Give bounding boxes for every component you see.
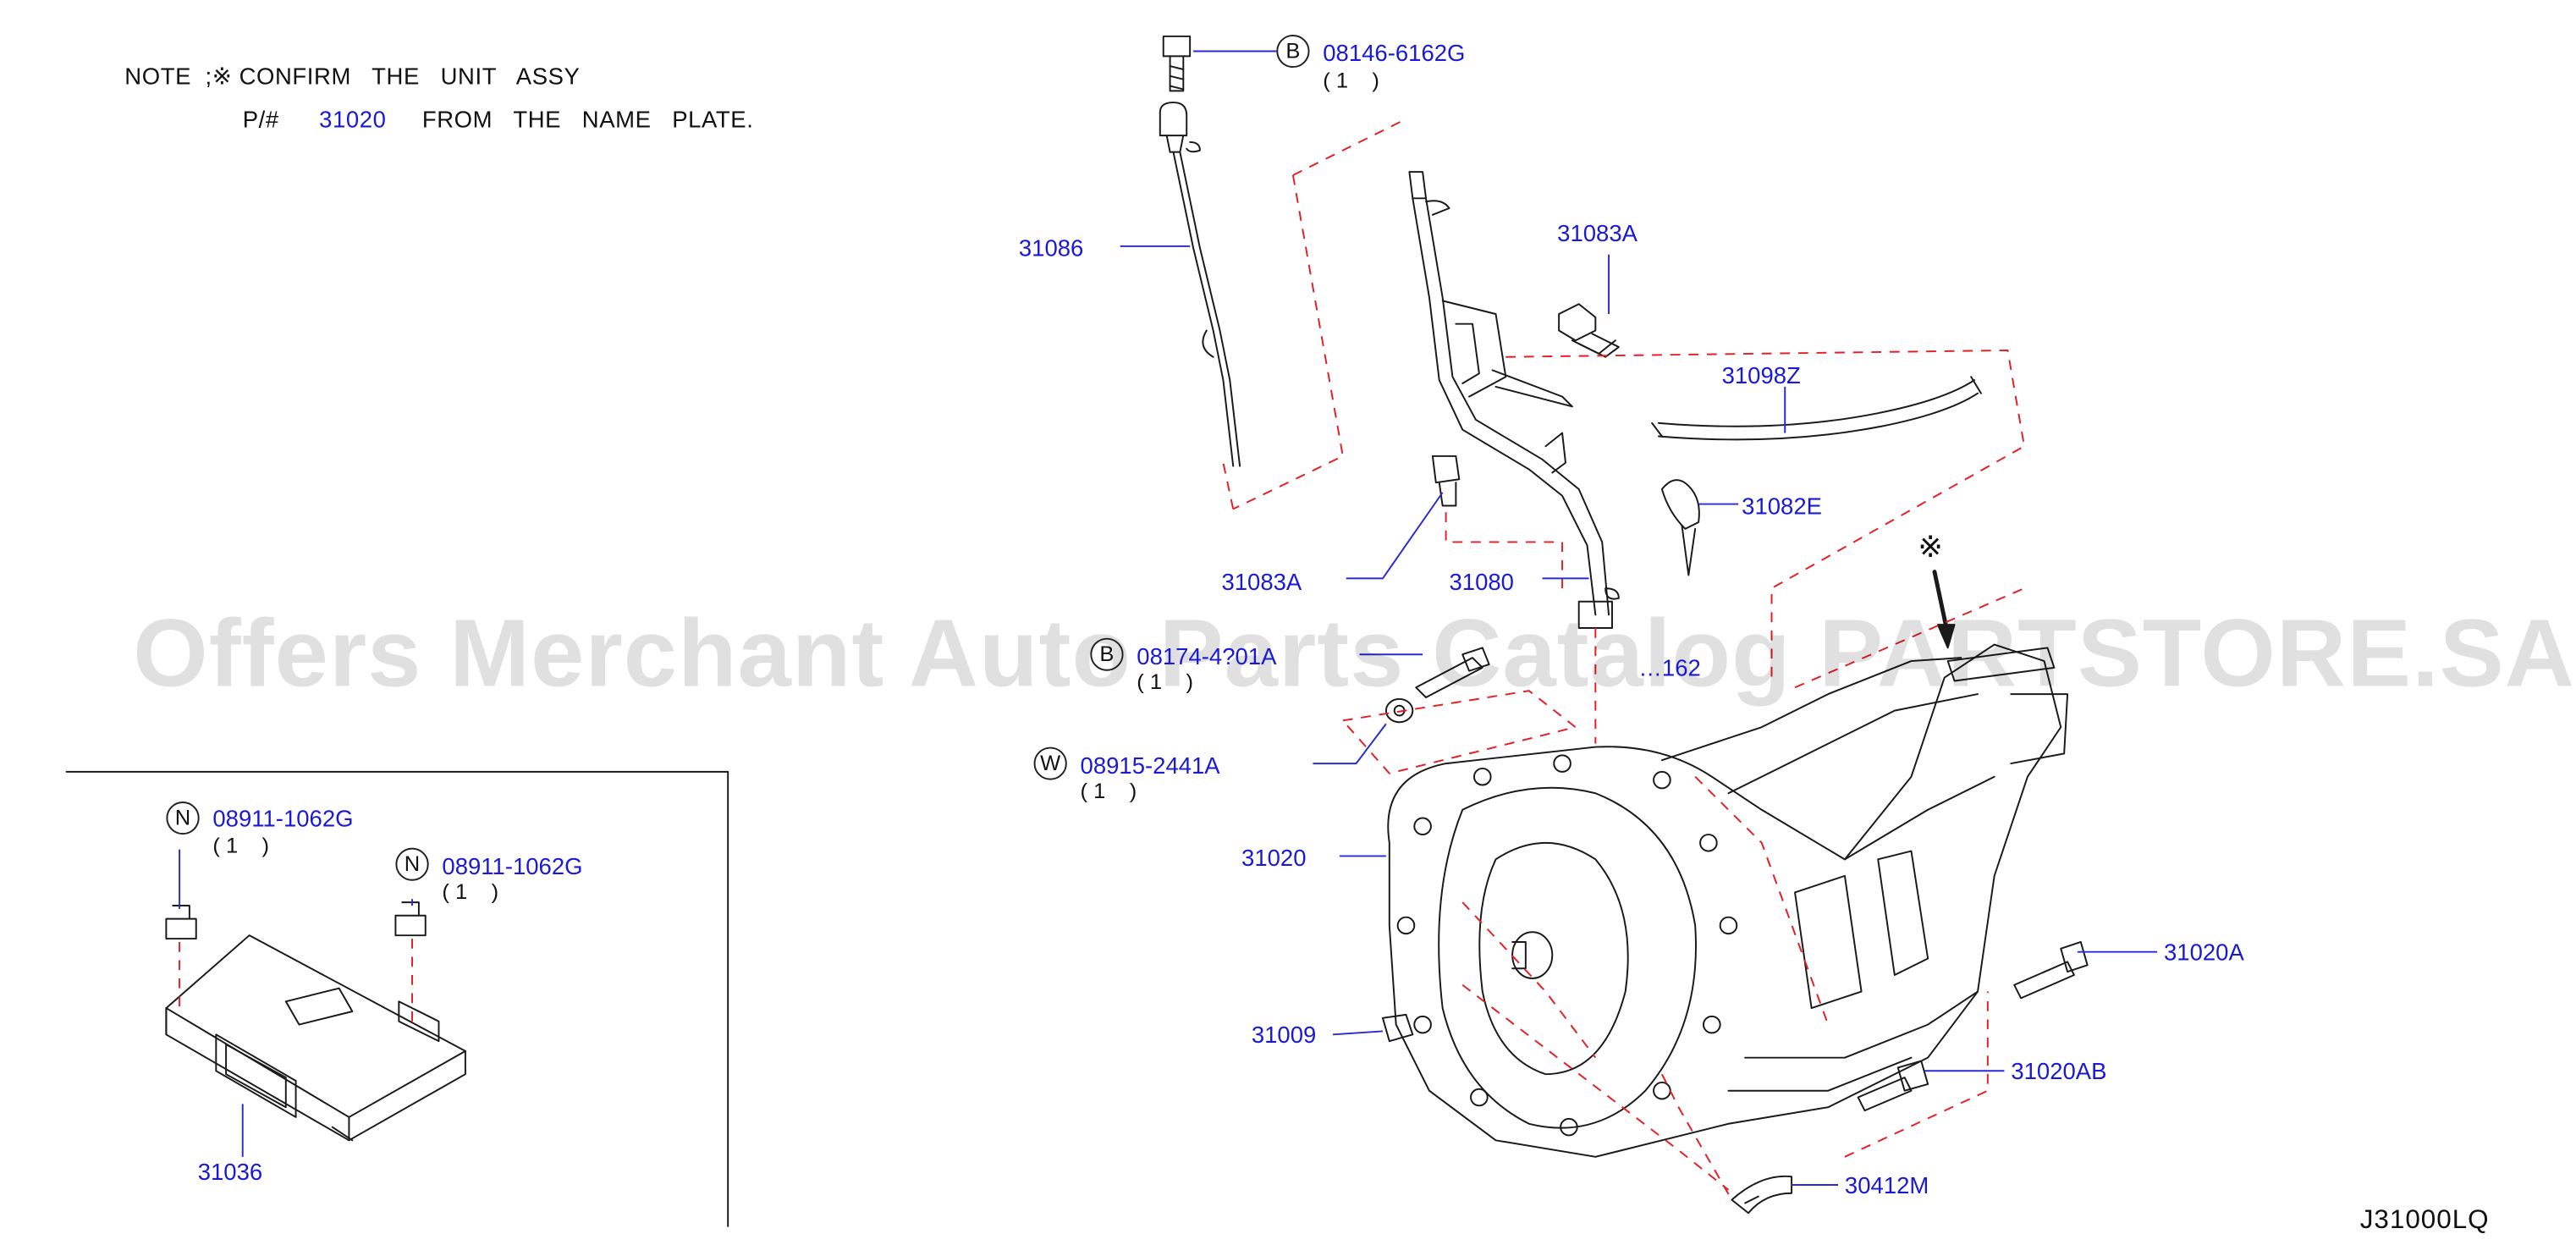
callout-31020ab[interactable]: 31020AB <box>2011 1057 2107 1084</box>
bolt-08174-drawing <box>1415 647 1490 698</box>
callout-31009[interactable]: 31009 <box>1251 1021 1317 1048</box>
callout-31083a-lower[interactable]: 31083A <box>1221 568 1302 595</box>
note-line-1: NOTE ;※ CONFIRM THE UNIT ASSY <box>124 63 581 90</box>
callout-partial-162[interactable]: …162 <box>1638 654 1701 681</box>
callout-prefix-b: B <box>1276 35 1310 69</box>
inset-frame <box>65 770 729 1227</box>
callout-31036[interactable]: 31036 <box>197 1158 263 1186</box>
leader-lines <box>179 50 2158 1186</box>
callout-qty: ( 1 ) <box>1137 669 1193 695</box>
bolt-31083a-lower-drawing <box>1431 454 1461 507</box>
filler-tube-31080-drawing <box>1408 171 1620 629</box>
diagram-code: J31000LQ <box>2359 1206 2490 1235</box>
bolt-08146-drawing <box>1162 35 1192 92</box>
plug-31009-drawing <box>1381 1013 1414 1043</box>
callout-31082e[interactable]: 31082E <box>1742 492 1822 520</box>
note-line-2-suffix: FROM THE NAME PLATE. <box>421 105 754 133</box>
confirm-mark: ※ <box>1918 530 1943 564</box>
callout-08911-1062g-right[interactable]: 08911-1062G <box>442 852 583 879</box>
callout-prefix-b: B <box>1090 637 1124 671</box>
callout-08174[interactable]: 08174-4?01A <box>1137 642 1277 669</box>
clip-31082e-drawing <box>1660 479 1700 576</box>
note-line-2-prefix: P/# <box>242 105 279 133</box>
dipstick-31086-drawing <box>1159 102 1241 467</box>
callout-qty: ( 1 ) <box>1080 778 1137 803</box>
callout-31083a-upper[interactable]: 31083A <box>1557 219 1638 246</box>
control-unit-31036-drawing <box>165 901 466 1142</box>
bolt-31083a-upper-drawing <box>1558 303 1620 358</box>
callout-prefix-n: N <box>166 802 200 835</box>
callout-08146-6162g[interactable]: 08146-6162G <box>1323 39 1466 67</box>
bolt-31020ab-drawing <box>1857 1060 1929 1112</box>
callout-31020a[interactable]: 31020A <box>2163 939 2244 966</box>
callout-qty: ( 1 ) <box>212 833 270 858</box>
watermark-text: Offers Merchant Auto Parts Catalog PARTS… <box>133 599 2575 708</box>
transmission-31020-drawing <box>1387 643 2069 1158</box>
callout-qty: ( 1 ) <box>442 879 499 905</box>
callout-31080[interactable]: 31080 <box>1449 568 1514 595</box>
callout-31086[interactable]: 31086 <box>1018 234 1084 262</box>
reference-lines <box>179 118 2026 1201</box>
callout-31098z[interactable]: 31098Z <box>1721 361 1801 388</box>
hose-31098z-drawing <box>1651 376 1982 441</box>
bolt-31020a-drawing <box>2013 941 2089 1000</box>
callout-prefix-w: W <box>1033 746 1067 780</box>
callout-08911-1062g-left[interactable]: 08911-1062G <box>212 804 354 832</box>
callout-qty: ( 1 ) <box>1323 68 1379 93</box>
callout-30412m[interactable]: 30412M <box>1844 1171 1929 1198</box>
bracket-30412m-drawing <box>1731 1175 1793 1215</box>
note-part-number-link[interactable]: 31020 <box>319 105 387 133</box>
callout-31020[interactable]: 31020 <box>1241 844 1307 872</box>
callout-prefix-n: N <box>395 847 429 881</box>
callout-08915-2441a[interactable]: 08915-2441A <box>1080 752 1220 779</box>
